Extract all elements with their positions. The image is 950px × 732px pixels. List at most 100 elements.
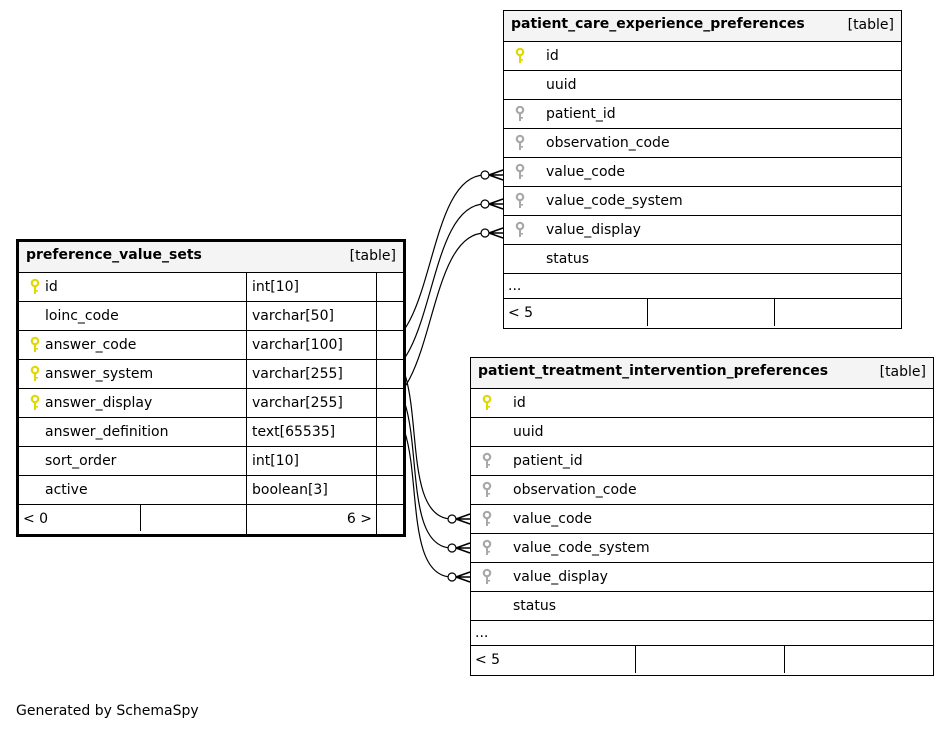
column-row-answer-definition[interactable]: answer_definition text[65535] [19, 417, 403, 446]
crows-foot-marker [455, 542, 471, 554]
primary-key-icon [515, 47, 525, 67]
more-columns-row: ... [471, 620, 933, 645]
column-name: observation_code [546, 135, 670, 151]
column-name: id [546, 48, 559, 64]
primary-key-icon [482, 394, 492, 414]
column-name: id [513, 395, 526, 411]
primary-key-icon [30, 394, 40, 414]
column-type: boolean[3] [252, 482, 328, 498]
table-header: patient_care_experience_preferences [tab… [504, 11, 901, 41]
column-row-observation-code[interactable]: observation_code [504, 128, 901, 157]
child-count[interactable]: 6 > [346, 511, 372, 527]
column-name: status [546, 251, 590, 267]
parent-count[interactable]: < 5 [508, 305, 534, 321]
column-row-sort-order[interactable]: sort_order int[10] [19, 446, 403, 475]
column-name: value_display [546, 222, 641, 238]
column-row-value-code-system[interactable]: value_code_system [504, 186, 901, 215]
column-row-observation-code[interactable]: observation_code [471, 475, 933, 504]
parent-count[interactable]: < 5 [475, 652, 501, 668]
column-row-value-code[interactable]: value_code [504, 157, 901, 186]
column-row-id[interactable]: id [504, 41, 901, 70]
table-preference-value-sets[interactable]: preference_value_sets [table] id int[10]… [16, 239, 406, 537]
column-type: int[10] [252, 453, 299, 469]
parent-count[interactable]: < 0 [23, 511, 49, 527]
foreign-key-icon [515, 163, 525, 183]
column-name: value_code [546, 164, 626, 180]
column-row-uuid[interactable]: uuid [504, 70, 901, 99]
column-name: id [45, 279, 58, 295]
column-row-patient-id[interactable]: patient_id [471, 446, 933, 475]
footer-divider [784, 646, 785, 673]
table-name: preference_value_sets [26, 247, 202, 263]
column-row-answer-system[interactable]: answer_system varchar[255] [19, 359, 403, 388]
footer-divider [140, 505, 141, 531]
foreign-key-icon [482, 568, 492, 588]
column-type: varchar[100] [252, 337, 343, 353]
column-row-id[interactable]: id [471, 388, 933, 417]
column-name: value_code [513, 511, 593, 527]
column-name: value_code_system [546, 193, 683, 209]
column-row-status[interactable]: status [471, 591, 933, 620]
generated-by-footer: Generated by SchemaSpy [16, 703, 199, 719]
primary-key-icon [30, 278, 40, 298]
table-name: patient_treatment_intervention_preferenc… [478, 363, 829, 379]
optional-marker [447, 514, 457, 524]
column-name: answer_system [45, 366, 154, 382]
crows-foot-marker [488, 227, 504, 239]
more-columns-ellipsis: ... [475, 625, 489, 641]
more-columns-row: ... [504, 273, 901, 298]
foreign-key-icon [482, 510, 492, 530]
footer-divider [647, 299, 648, 326]
column-row-loinc-code[interactable]: loinc_code varchar[50] [19, 301, 403, 330]
column-row-patient-id[interactable]: patient_id [504, 99, 901, 128]
column-row-uuid[interactable]: uuid [471, 417, 933, 446]
column-row-value-display[interactable]: value_display [504, 215, 901, 244]
column-name: value_code_system [513, 540, 650, 556]
table-name: patient_care_experience_preferences [511, 16, 805, 32]
column-name: observation_code [513, 482, 637, 498]
column-divider [376, 272, 377, 534]
primary-key-icon [30, 336, 40, 356]
column-name: patient_id [546, 106, 616, 122]
column-name: loinc_code [45, 308, 119, 324]
column-name: answer_code [45, 337, 137, 353]
optional-marker [480, 199, 490, 209]
table-kind-label: [table] [847, 17, 894, 33]
table-footer-row: < 0 6 > [19, 504, 403, 531]
column-divider [246, 272, 247, 534]
column-name: sort_order [45, 453, 117, 469]
table-patient-treatment-intervention-preferences[interactable]: patient_treatment_intervention_preferenc… [470, 357, 934, 676]
table-footer-row: < 5 [504, 298, 901, 326]
column-row-answer-display[interactable]: answer_display varchar[255] [19, 388, 403, 417]
foreign-key-icon [482, 452, 492, 472]
crows-foot-marker [488, 169, 504, 181]
column-row-value-display[interactable]: value_display [471, 562, 933, 591]
optional-marker [447, 572, 457, 582]
column-name: status [513, 598, 557, 614]
column-name: patient_id [513, 453, 583, 469]
more-columns-ellipsis: ... [508, 278, 522, 294]
foreign-key-icon [515, 192, 525, 212]
table-patient-care-experience-preferences[interactable]: patient_care_experience_preferences [tab… [503, 10, 902, 329]
column-name: answer_display [45, 395, 153, 411]
column-row-active[interactable]: active boolean[3] [19, 475, 403, 504]
column-name: value_display [513, 569, 608, 585]
column-name: uuid [513, 424, 544, 440]
column-row-id[interactable]: id int[10] [19, 272, 403, 301]
column-row-status[interactable]: status [504, 244, 901, 273]
column-name: uuid [546, 77, 577, 93]
column-type: varchar[50] [252, 308, 334, 324]
table-kind-label: [table] [349, 248, 396, 264]
column-row-answer-code[interactable]: answer_code varchar[100] [19, 330, 403, 359]
column-row-value-code[interactable]: value_code [471, 504, 933, 533]
column-row-value-code-system[interactable]: value_code_system [471, 533, 933, 562]
table-footer-row: < 5 [471, 645, 933, 673]
foreign-key-icon [515, 221, 525, 241]
crows-foot-marker [455, 571, 471, 583]
optional-marker [480, 228, 490, 238]
foreign-key-icon [482, 539, 492, 559]
footer-divider [774, 299, 775, 326]
foreign-key-icon [482, 481, 492, 501]
foreign-key-icon [515, 105, 525, 125]
